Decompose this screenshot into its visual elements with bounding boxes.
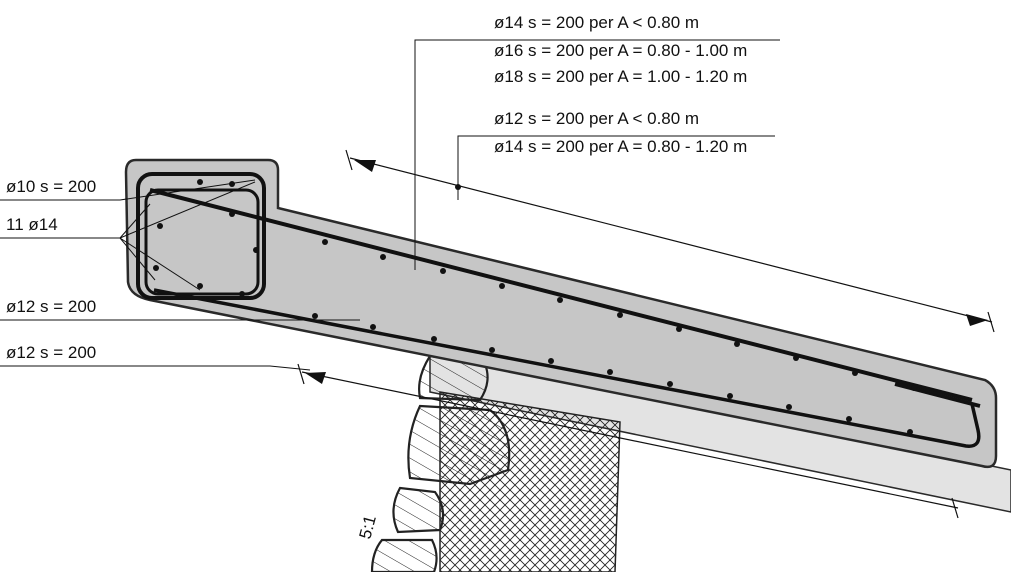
label-top-bars-2: ø16 s = 200 per A = 0.80 - 1.00 m [494,41,747,60]
label-batter: 5:1 [356,513,380,541]
dimension-line-bottom [297,363,959,519]
label-stirrup: ø10 s = 200 [6,177,96,196]
distribution-bars [153,179,917,435]
label-bottom-bars: ø12 s = 200 [6,297,96,316]
leader-lines [0,39,780,371]
stone-masonry-wall [370,354,511,572]
stirrup-inner [144,188,260,296]
label-long-bars: 11 ø14 [6,215,58,234]
dimension-line-top [345,149,995,333]
bottom-main-bar [153,288,981,448]
label-top-bars-3: ø18 s = 200 per A = 1.00 - 1.20 m [494,67,747,86]
concrete-slab [124,158,998,469]
label-top-bars-1: ø14 s = 200 per A < 0.80 m [494,13,699,32]
lap-bar [894,382,981,408]
label-dist-bars-1: ø12 s = 200 per A < 0.80 m [494,109,699,128]
top-main-bar [149,188,973,402]
label-dist-bars-2: ø14 s = 200 per A = 0.80 - 1.20 m [494,137,747,156]
label-bottom-bars-2: ø12 s = 200 [6,343,96,362]
